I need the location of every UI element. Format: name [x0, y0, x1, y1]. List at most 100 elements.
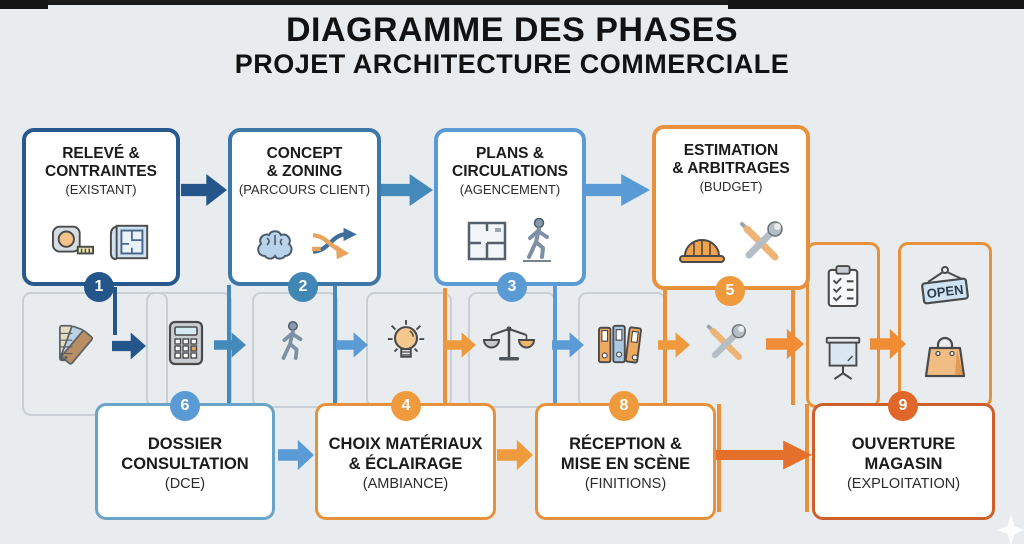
phase-title-line2: CONSULTATION	[121, 454, 249, 473]
phase-number-badge: 9	[888, 391, 918, 421]
arrow-phase6-to-phase4	[278, 439, 314, 471]
phase-subtitle: (EXPLOITATION)	[846, 475, 961, 492]
blueprint-icon	[107, 221, 153, 268]
walking-person-icon	[274, 319, 308, 365]
shopping-bag-icon	[921, 334, 969, 385]
phase-subtitle: (BUDGET)	[699, 179, 763, 195]
crossing-arrows-icon	[309, 223, 359, 268]
crossed-tools-icon	[737, 219, 785, 272]
phase-icons	[677, 219, 785, 272]
phase-title-line1: RÉCEPTION &	[569, 435, 682, 454]
top-letterbox-segment-left	[0, 0, 48, 9]
phase-title: CONCEPT & ZONING	[267, 145, 343, 180]
phase-title-line1: CONCEPT	[266, 145, 343, 162]
calculator-icon	[166, 319, 206, 367]
phase-number-badge: 1	[84, 272, 114, 302]
phase-subtitle: (PARCOURS CLIENT)	[238, 182, 371, 198]
phase-title: OUVERTURE MAGASIN	[852, 435, 956, 474]
phase-box-dossier-consultation: DOSSIER CONSULTATION (DCE)	[95, 403, 275, 520]
phase-title-line2: MISE EN SCÈNE	[560, 454, 691, 473]
open-sign-icon: OPEN	[916, 265, 974, 314]
badge-number: 1	[94, 278, 104, 295]
phase-number-badge: 2	[288, 272, 318, 302]
checklist-icon	[824, 264, 862, 315]
phase-title-line1: OUVERTURE	[851, 435, 956, 454]
phase-number-badge: 8	[609, 391, 639, 421]
title-line2: PROJET ARCHITECTURE COMMERCIALE	[234, 49, 790, 80]
phase-box-estimation-arbitrages: ESTIMATION & ARBITRAGES (BUDGET)	[652, 125, 810, 290]
phase-title: ESTIMATION & ARBITRAGES	[672, 142, 789, 177]
diagram-title: DIAGRAMME DES PHASES PROJET ARCHITECTURE…	[0, 11, 1024, 80]
phase-subtitle: (AGENCEMENT)	[459, 182, 561, 198]
phase-icons	[49, 221, 153, 268]
arrow-tools-to-checklist	[766, 328, 804, 360]
open-sign-text: OPEN	[926, 282, 964, 301]
hard-hat-icon	[677, 229, 727, 272]
color-swatches-icon	[54, 321, 106, 367]
bottom-white-strip	[0, 544, 1024, 553]
phase-box-concept-zoning: CONCEPT & ZONING (PARCOURS CLIENT)	[228, 128, 381, 286]
phase-box-choix-materiaux: CHOIX MATÉRIAUX & ÉCLAIRAGE (AMBIANCE)	[315, 403, 496, 520]
easel-icon	[821, 333, 865, 386]
phase-box-plans-circulations: PLANS & CIRCULATIONS (AGENCEMENT)	[434, 128, 586, 286]
phase-title-line1: ESTIMATION	[683, 142, 779, 159]
light-bulb-icon	[384, 318, 428, 364]
tape-measure-icon	[49, 221, 97, 268]
watermark-sparkle	[998, 514, 1024, 546]
phase-subtitle: (EXISTANT)	[65, 182, 137, 198]
phase-number-badge: 4	[391, 391, 421, 421]
phase-title: PLANS & CIRCULATIONS	[452, 145, 568, 180]
phase-title-line1: CHOIX MATÉRIAUX	[328, 435, 483, 454]
top-letterbox-segment-right	[728, 0, 1024, 9]
phase-title-line1: RELEVÉ &	[62, 145, 140, 162]
arrow-phase4-to-phase8	[497, 439, 533, 471]
badge-number: 2	[298, 278, 308, 295]
phase-subtitle: (FINITIONS)	[584, 475, 667, 492]
phase-number-badge: 3	[497, 272, 527, 302]
scales-icon	[482, 321, 536, 365]
phase-title-line2: & ZONING	[266, 162, 343, 180]
arrow-phase2-to-phase3	[381, 174, 433, 206]
phase-title: DOSSIER CONSULTATION	[121, 435, 248, 474]
phase-title-line2: & ÉCLAIRAGE	[348, 454, 463, 473]
badge-number: 6	[180, 397, 190, 414]
phase-title: RELEVÉ & CONTRAINTES	[45, 145, 157, 180]
phase-title-line1: DOSSIER	[147, 435, 223, 454]
arrow-phase3-to-phase5	[586, 174, 650, 206]
top-letterbox-bar	[0, 0, 1024, 5]
floor-plan-icon	[465, 219, 509, 268]
crossed-tools-icon	[703, 322, 749, 366]
badge-number: 9	[898, 397, 908, 414]
phase-subtitle: (DCE)	[164, 475, 206, 492]
phase-title: RÉCEPTION & MISE EN SCÈNE	[561, 435, 690, 474]
cell-open-bag: OPEN	[898, 242, 992, 408]
phase-box-ouverture-magasin: OUVERTURE MAGASIN (EXPLOITATION)	[812, 403, 995, 520]
phase-subtitle: (AMBIANCE)	[362, 475, 449, 492]
connector-line	[805, 404, 809, 512]
walking-person-icon	[519, 217, 555, 268]
title-line1: DIAGRAMME DES PHASES	[285, 11, 739, 49]
badge-number: 8	[619, 397, 629, 414]
arrow-phase1-to-phase2	[181, 174, 227, 206]
connector-line	[113, 287, 117, 335]
phase-number-badge: 5	[715, 276, 745, 306]
phase-title-line2: CIRCULATIONS	[452, 162, 568, 180]
phase-box-releve-contraintes: RELEVÉ & CONTRAINTES (EXISTANT)	[22, 128, 180, 286]
connector-line	[333, 285, 337, 405]
badge-number: 3	[507, 278, 517, 295]
phase-title-line2: MAGASIN	[864, 454, 943, 473]
phase-number-badge: 6	[170, 391, 200, 421]
phase-title-line2: & ARBITRAGES	[672, 159, 790, 177]
badge-number: 5	[725, 282, 735, 299]
badge-number: 4	[401, 397, 411, 414]
binders-icon	[595, 322, 645, 366]
phase-title-line1: PLANS &	[475, 145, 545, 162]
brain-icon	[251, 223, 299, 268]
arrow-phase8-to-phase9	[716, 440, 812, 470]
phase-icons	[465, 217, 555, 268]
cell-checklist-easel	[806, 242, 880, 408]
phase-title: CHOIX MATÉRIAUX & ÉCLAIRAGE	[329, 435, 483, 474]
arrow-person-to-bulb	[336, 332, 368, 358]
phase-icons	[251, 223, 359, 268]
